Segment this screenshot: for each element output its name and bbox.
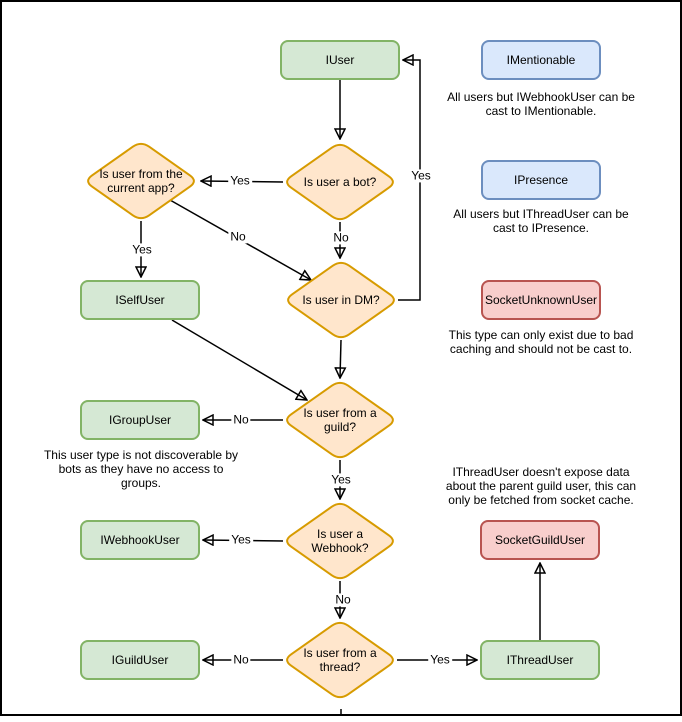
diamond-shape [286,502,394,580]
diamond-shape [286,143,394,221]
node-socketguilduser: SocketGuildUser [480,520,600,560]
node-ipresence: IPresence [481,160,601,200]
diamond-shape [287,261,395,339]
edge-label-bot-yes: Yes [228,173,252,188]
decision-is-user-from-guild: Is user from a guild? [283,380,397,460]
edge-label-bot-no: No [331,230,351,245]
diamond-shape [286,621,394,699]
decision-label: Is user a bot? [303,174,377,189]
edge-label-webhook-yes: Yes [229,532,253,547]
decision-is-user-a-bot: Is user a bot? [283,142,397,222]
edge-label-guild-no: No [231,412,251,427]
note-ipresence: All users but IThreadUser can be cast to… [453,207,629,236]
edge-dm-to-guild [340,339,341,378]
decision-is-user-a-webhook: Is user a Webhook? [283,501,397,581]
diamond-shape [286,381,394,459]
decision-is-user-in-dm: Is user in DM? [284,260,398,340]
note-ithreaduser: IThreadUser doesn't expose data about th… [445,465,637,508]
node-ithreaduser: IThreadUser [480,640,600,680]
node-socketunknownuser: SocketUnknownUser [481,280,601,320]
decision-label: Is user in DM? [302,292,380,307]
edge-label-thread-no: No [231,652,251,667]
edge-label-app-yes: Yes [130,242,154,257]
edge-label-guild-yes: Yes [329,472,353,487]
edge-label-webhook-no: No [333,592,353,607]
decision-is-user-from-current-app: Is user from the current app? [84,141,198,221]
edge-iselfuser-to-guild [171,319,307,400]
note-igroupuser: This user type is not discoverable by bo… [43,448,239,491]
node-igroupuser: IGroupUser [80,400,200,440]
diamond-shape [87,142,195,220]
note-socketunknownuser: This type can only exist due to bad cach… [448,328,634,357]
node-iselfuser: ISelfUser [80,280,200,320]
decision-label: Is user from a thread? [303,645,377,674]
node-iuser: IUser [280,40,400,80]
decision-is-user-from-thread: Is user from a thread? [283,620,397,700]
decision-label: Is user from the current app? [99,166,183,195]
node-iwebhookuser: IWebhookUser [80,520,200,560]
edge-label-dm-yes: Yes [409,168,433,183]
decision-label: Is user a Webhook? [311,526,369,555]
edge-label-thread-yes: Yes [428,652,452,667]
edge-label-app-no: No [228,229,248,244]
note-imentionable: All users but IWebhookUser can be cast t… [447,90,635,119]
node-imentionable: IMentionable [481,40,601,80]
decision-label: Is user from a guild? [303,405,377,434]
node-iguilduser: IGuildUser [80,640,200,680]
